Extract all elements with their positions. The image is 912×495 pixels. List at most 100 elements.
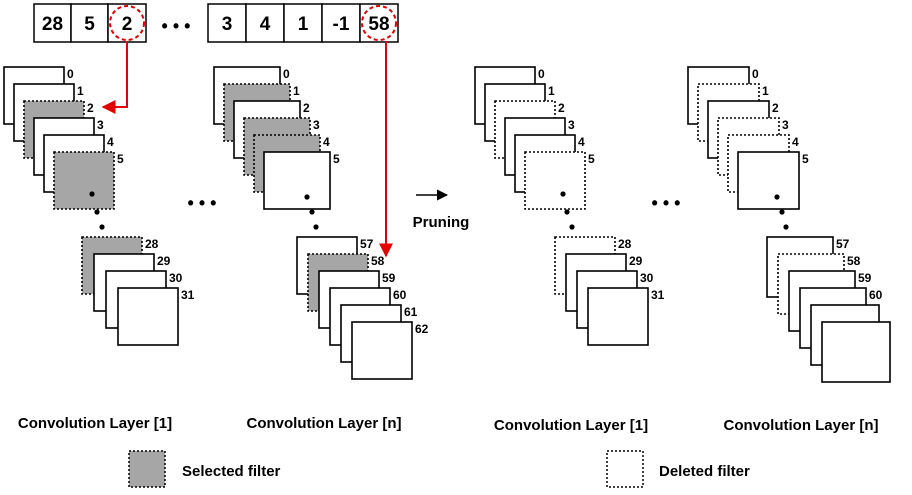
index-right-cell: 4: [245, 3, 285, 43]
index-value: 5: [84, 14, 95, 35]
after-layern-bottom-extra: [810, 304, 891, 383]
continuation-dot: [774, 194, 780, 200]
caption-before-layern: Convolution Layer [n]: [247, 415, 402, 432]
pruning-label: Pruning: [413, 214, 470, 231]
filter-unlabelled: [821, 321, 891, 383]
filter-index: 0: [538, 67, 545, 81]
filter-index: 2: [303, 101, 310, 115]
continuation-dot: [569, 224, 575, 230]
index-left-cell: 5: [70, 3, 109, 43]
filter-5: 5: [53, 151, 124, 210]
after-layer1-bottom: 28 29 30 31: [554, 236, 665, 346]
continuation-dot: [89, 191, 95, 197]
continuation-dot: [779, 209, 785, 215]
selection-arrow-layer1: [101, 41, 128, 114]
caption-after-layern: Convolution Layer [n]: [724, 417, 879, 434]
filter-index: 5: [588, 152, 595, 166]
filter-index: 59: [858, 271, 872, 285]
filter-index: 59: [382, 271, 396, 285]
filter-index: 57: [360, 237, 374, 251]
filter-5: 5: [737, 151, 809, 210]
filter-index: 0: [283, 67, 290, 81]
filter-31: 31: [587, 287, 665, 346]
legend-selected-swatch: [128, 450, 166, 488]
layer-ellipsis-after: • • •: [652, 193, 681, 213]
filter-index: 4: [578, 135, 585, 149]
continuation-dot: [304, 194, 310, 200]
filter-index: 61: [404, 305, 418, 319]
index-right-cell: -1: [321, 3, 361, 43]
index-right-cell: 1: [283, 3, 323, 43]
filter-index: 30: [169, 271, 183, 285]
filter-index: 31: [181, 288, 195, 302]
filter-31: 31: [117, 287, 195, 346]
index-value: 2: [122, 14, 133, 35]
filter-5: 5: [524, 151, 595, 210]
filter-index: 2: [558, 101, 565, 115]
filter-index: 60: [869, 288, 883, 302]
filter-index: 28: [618, 237, 632, 251]
index-value: 1: [298, 14, 309, 35]
legend-deleted-swatch: [606, 450, 644, 488]
filter-index: 30: [640, 271, 654, 285]
caption-before-layer1: Convolution Layer [1]: [18, 415, 172, 432]
filter-index: 58: [371, 254, 385, 268]
filter-index: 2: [87, 101, 94, 115]
sequence-ellipsis: • • •: [162, 16, 191, 36]
filter-index: 0: [752, 67, 759, 81]
legend-deleted-label: Deleted filter: [659, 463, 750, 480]
continuation-dot: [309, 209, 315, 215]
index-value: -1: [333, 14, 350, 35]
filter-index: 3: [568, 118, 575, 132]
filter-index: 29: [629, 254, 643, 268]
before-layern-bottom: 57 58 59 60 61 62: [296, 236, 429, 380]
filter-index: 5: [802, 152, 809, 166]
highlight-circle: [109, 5, 145, 41]
continuation-dot: [564, 209, 570, 215]
filter-index: 3: [97, 118, 104, 132]
caption-after-layer1: Convolution Layer [1]: [494, 417, 648, 434]
filter-index: 58: [847, 254, 861, 268]
filter-index: 29: [157, 254, 171, 268]
filter-index: 1: [762, 84, 769, 98]
filter-index: 5: [333, 152, 340, 166]
index-value: 3: [222, 14, 233, 35]
highlight-circle: [361, 5, 397, 41]
index-left-cell: 28: [33, 3, 72, 43]
filter-index: 28: [145, 237, 159, 251]
filter-index: 4: [323, 135, 330, 149]
filter-index: 57: [836, 237, 850, 251]
legend-selected-label: Selected filter: [182, 463, 281, 480]
filter-index: 3: [782, 118, 789, 132]
index-value: 58: [368, 14, 389, 35]
index-right-cell: 58: [359, 3, 399, 43]
filter-index: 2: [772, 101, 779, 115]
filter-index: 60: [393, 288, 407, 302]
index-right-cell: 3: [207, 3, 247, 43]
filter-index: 4: [107, 135, 114, 149]
filter-stacks: 0123452829303101234557585960616201234528…: [3, 66, 891, 383]
filter-index: 3: [313, 118, 320, 132]
filter-index: 5: [117, 152, 124, 166]
filter-index: 31: [651, 288, 665, 302]
filter-index: 1: [293, 84, 300, 98]
layer-ellipsis-before: • • •: [188, 193, 217, 213]
filter-index: 62: [415, 322, 429, 336]
index-sequence: 28 5 2 3 4 1 -1 58: [33, 3, 399, 43]
filter-5: 5: [263, 151, 340, 210]
before-layer1-bottom: 28 29 30 31: [81, 236, 195, 346]
index-value: 28: [42, 14, 63, 35]
continuation-dot: [560, 191, 566, 197]
continuation-dot: [313, 224, 319, 230]
filter-index: 0: [67, 67, 74, 81]
filter-index: 4: [792, 135, 799, 149]
index-value: 4: [260, 14, 271, 35]
continuation-dot: [94, 209, 100, 215]
continuation-dot: [99, 224, 105, 230]
continuation-dot: [783, 224, 789, 230]
